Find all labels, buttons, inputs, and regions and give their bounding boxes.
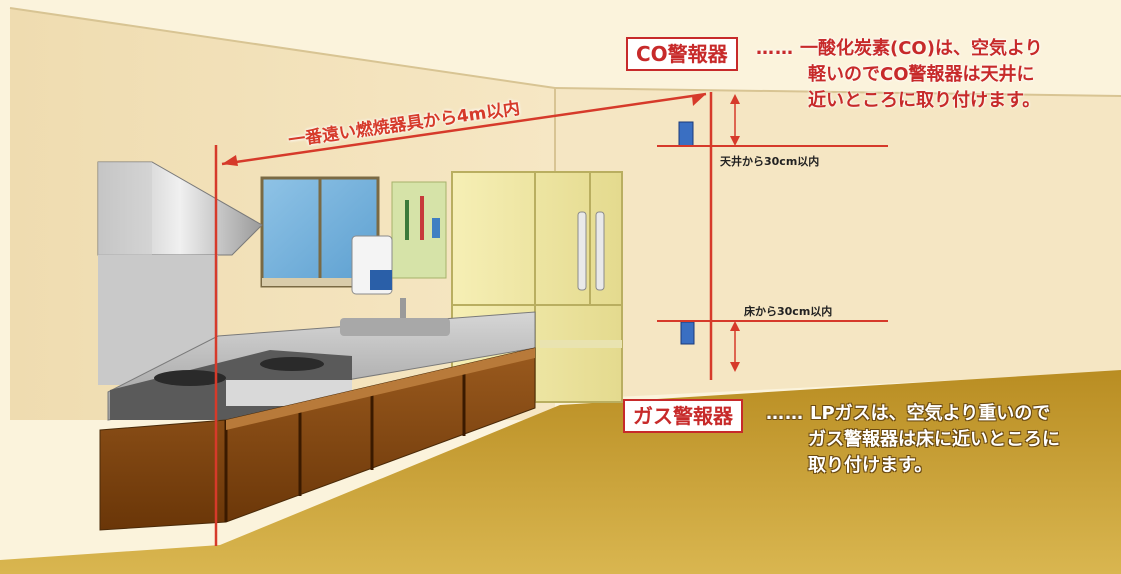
back-wall-right bbox=[555, 88, 1121, 400]
co-alarm-dots: …… bbox=[756, 38, 794, 59]
gas-alarm-note: …… LPガスは、空気より重いので ガス警報器は床に近いところに 取り付けます。 bbox=[766, 401, 1060, 479]
sink bbox=[340, 318, 450, 336]
co-alarm-line-2: 軽いのでCO警報器は天井に bbox=[808, 64, 1035, 85]
floor bbox=[0, 370, 1121, 574]
gas-alarm-label: ガス警報器 bbox=[623, 399, 743, 433]
ceiling-edge-right bbox=[554, 87, 1121, 97]
distance-arrow bbox=[221, 92, 707, 166]
gas-alarm-device bbox=[680, 321, 695, 345]
floor-distance-label: 床から30cm以内 bbox=[744, 305, 833, 318]
co-alarm-device bbox=[678, 121, 694, 147]
gas-alarm-line-1: LPガスは、空気より重いので bbox=[810, 403, 1051, 424]
ceiling-distance-label: 天井から30cm以内 bbox=[720, 155, 820, 168]
gas-alarm-dots: …… bbox=[766, 403, 804, 424]
gas-alarm-line-3: 取り付けます。 bbox=[808, 455, 933, 476]
ceiling-edge bbox=[9, 7, 556, 89]
co-alarm-line-1: 一酸化炭素(CO)は、空気より bbox=[800, 38, 1043, 59]
co-alarm-note: …… 一酸化炭素(CO)は、空気より 軽いのでCO警報器は天井に 近いところに取り… bbox=[756, 36, 1043, 114]
co-alarm-label: CO警報器 bbox=[626, 37, 738, 71]
co-alarm-line-3: 近いところに取り付けます。 bbox=[808, 90, 1041, 111]
gas-alarm-line-2: ガス警報器は床に近いところに bbox=[808, 429, 1060, 450]
